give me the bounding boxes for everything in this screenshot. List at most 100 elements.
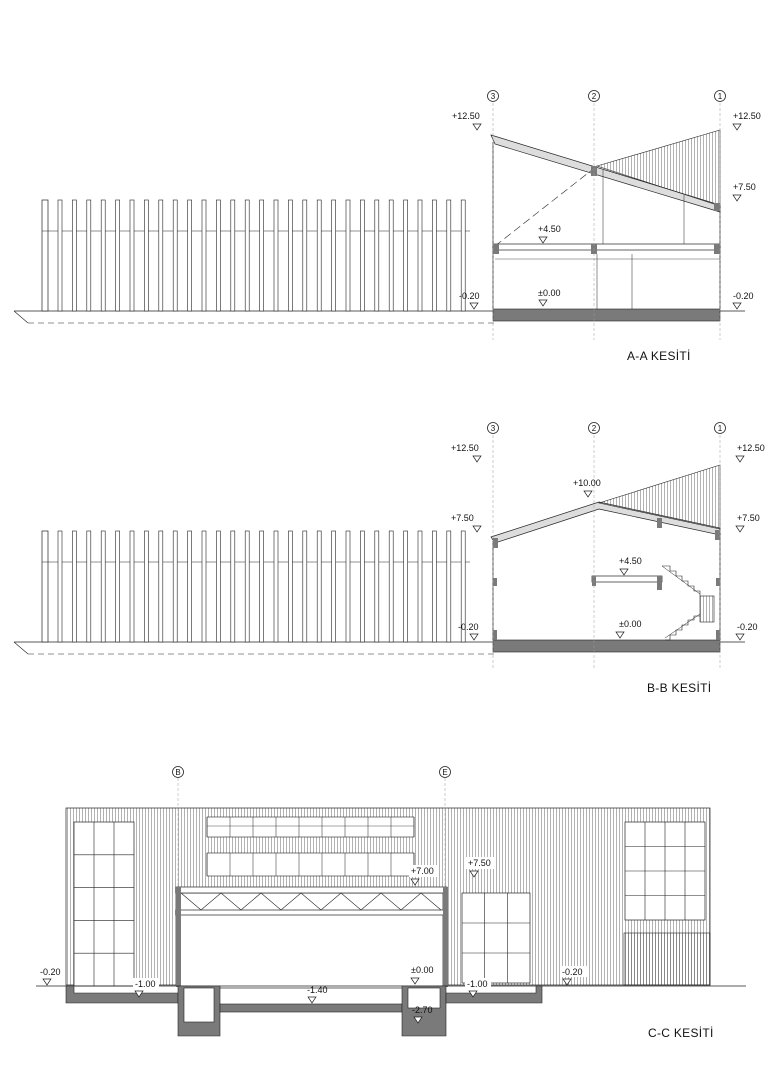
grid-axis-label: 2 [592, 92, 597, 101]
level-label: +7.50 [451, 513, 474, 523]
ground-slab [492, 308, 721, 322]
fence-fin [201, 199, 207, 312]
level-marker [410, 878, 420, 886]
column [176, 887, 181, 987]
beam [714, 203, 720, 211]
grid-axis-label: B [175, 768, 180, 777]
level-label: -0.20 [737, 622, 758, 632]
fence-fin [388, 199, 394, 312]
vertical-fin-facade [41, 199, 470, 312]
fence-fin [187, 530, 192, 643]
pit-inner [183, 987, 215, 1023]
fence-fin [446, 199, 452, 312]
fence-fin [72, 199, 77, 312]
column [443, 887, 448, 987]
mezzanine-slab [492, 243, 721, 251]
grid-axis-label: 1 [718, 424, 723, 433]
section-cc-labels: B E +7.00 +7.50 ±0.00 -0.20 -1.00 -1.40 … [40, 768, 713, 1040]
fence-fin [216, 199, 221, 312]
fence-fin [432, 530, 437, 643]
section-aa [13, 90, 745, 340]
label-backing [465, 978, 491, 989]
level-marker [735, 455, 745, 463]
level-marker [615, 631, 625, 639]
level-label: -0.20 [459, 291, 480, 301]
level-label: -0.20 [40, 967, 61, 977]
truss-web [180, 892, 442, 911]
level-label: +12.50 [737, 443, 765, 453]
interior-void [179, 892, 444, 989]
level-label: -1.40 [307, 985, 328, 995]
pit-inner [407, 987, 441, 1009]
fence-fin [288, 530, 293, 643]
level-label: -1.00 [467, 979, 488, 989]
grid-axis-bubble [588, 90, 600, 102]
window [461, 892, 531, 984]
fence-fin [86, 530, 92, 643]
level-marker [307, 996, 317, 1004]
fence-fin [144, 530, 149, 643]
fence-fin [129, 199, 135, 312]
grid-axis-label: 1 [718, 92, 723, 101]
level-marker [472, 525, 482, 533]
beam [657, 518, 662, 528]
sunken-slab [219, 1003, 403, 1013]
foundation-slab [445, 985, 543, 1004]
level-label: +7.50 [733, 182, 756, 192]
fence-fin [331, 530, 336, 643]
level-label: +10.00 [573, 478, 601, 488]
level-marker [732, 194, 742, 202]
fence-fin [374, 199, 380, 312]
level-label: +12.50 [451, 443, 479, 453]
fence-fin [115, 199, 120, 312]
level-label: ±0.00 [411, 965, 433, 975]
level-label: -1.00 [135, 979, 156, 989]
level-marker [469, 633, 479, 641]
foundation-slab [65, 985, 179, 1004]
level-marker [468, 990, 478, 998]
fence-post [41, 199, 49, 312]
fence-fin [244, 530, 250, 643]
fence-fin [230, 199, 236, 312]
truss-bottom-chord [175, 909, 448, 916]
label-backing [409, 865, 439, 877]
fence-fin [144, 199, 149, 312]
fence-fin [302, 199, 308, 312]
grid-axis-label: 3 [491, 424, 496, 433]
clerestory-lower [206, 852, 415, 877]
level-marker [732, 302, 742, 310]
level-marker [735, 633, 745, 641]
level-marker [410, 977, 420, 985]
fence-fin [331, 199, 336, 312]
fence-fin [374, 530, 380, 643]
fence-fin [158, 199, 164, 312]
level-markers-bb [469, 455, 745, 641]
ground-line [13, 641, 29, 655]
level-marker [469, 302, 479, 310]
fence-fin [273, 530, 279, 643]
fence-fin [360, 199, 365, 312]
column [493, 630, 497, 640]
column [716, 578, 720, 586]
fence-fin [302, 530, 308, 643]
clerestory-windows [206, 816, 415, 877]
level-label: ±0.00 [538, 288, 560, 298]
fence-fin [288, 199, 293, 312]
level-label: +7.50 [468, 858, 491, 868]
fence-fin [460, 199, 466, 312]
level-label: +12.50 [452, 111, 480, 121]
grid-axis-bubble [487, 422, 499, 434]
grid-axis-bubble [714, 422, 726, 434]
fence-fin [403, 199, 408, 312]
fence-fin [100, 530, 106, 643]
level-label: +4.50 [538, 224, 561, 234]
level-marker [134, 990, 144, 998]
grid-axis-label: 3 [491, 92, 496, 101]
section-bb-labels: 3 2 1 +12.50 +12.50 +10.00 +7.50 +7.50 +… [451, 424, 765, 695]
fence-fin [172, 530, 178, 643]
fence-fin [403, 530, 408, 643]
fence-fin [187, 199, 192, 312]
vertical-fin-facade [41, 530, 470, 643]
